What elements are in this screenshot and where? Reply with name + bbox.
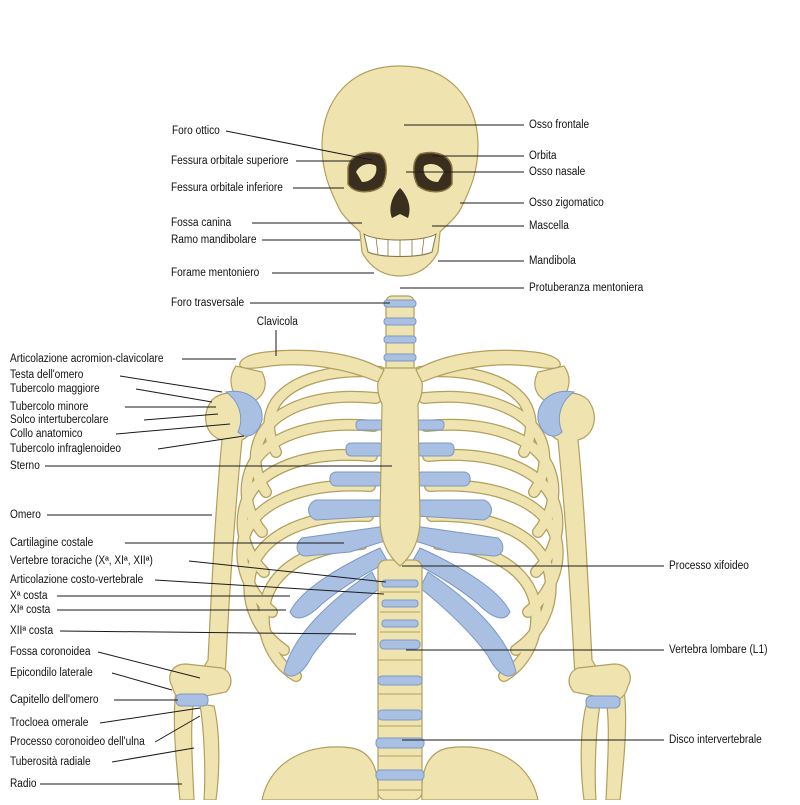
label-fossa-canina: Fossa canina [171,217,232,229]
label-articolazione-costo-vertebrale: Articolazione costo-vertebrale [10,574,144,586]
label-foro-ottico: Foro ottico [172,125,220,137]
label-processo-xifoideo: Processo xifoideo [669,560,749,572]
leader-lines [40,124,664,785]
label-processo-coronoideo-ulna: Processo coronoideo dell'ulna [10,736,145,748]
label-mandibola: Mandibola [529,255,576,267]
forearm-left [169,663,232,801]
label-clavicola: Clavicola [256,316,298,328]
label-xii-costa: XIIª costa [10,625,54,637]
label-orbita: Orbita [529,150,557,162]
label-cartilagine-costale: Cartilagine costale [10,537,94,549]
label-protuberanza-mentoniera: Protuberanza mentoniera [529,282,644,294]
label-omero: Omero [10,509,41,521]
label-tubercolo-minore: Tubercolo minore [10,401,89,413]
label-fossa-coronoidea: Fossa coronoidea [10,646,91,658]
label-troclea-omerale: Trocloea omerale [10,717,89,729]
label-osso-zigomatico: Osso zigomatico [529,197,604,209]
label-vertebra-lombare: Vertebra lombare (L1) [669,644,768,656]
label-forame-mentoniero: Forame mentoniero [171,267,260,279]
label-testa-omero: Testa dell'omero [10,369,84,381]
humerus-left [195,390,263,689]
label-ramo-mandibolare: Ramo mandibolare [171,234,257,246]
label-fessura-orbitale-inferiore: Fessura orbitale inferiore [171,182,283,194]
label-disco-intervertebrale: Disco intervertebrale [669,734,762,746]
label-articolazione-acromion-clavicolare: Articolazione acromion-clavicolare [10,353,164,365]
sternum [377,367,423,567]
label-epicondilo-laterale: Epicondilo laterale [10,667,93,679]
label-fessura-orbitale-superiore: Fessura orbitale superiore [171,155,289,167]
label-capitello-omero: Capitello dell'omero [10,694,99,706]
label-osso-frontale: Osso frontale [529,119,590,131]
forearm-right [568,663,631,801]
label-tuberosita-radiale: Tuberosità radiale [10,756,91,768]
humerus-right [537,390,605,689]
label-xi-costa: XIª costa [10,604,51,616]
skull [321,65,479,277]
label-collo-anatomico: Collo anatomico [10,428,83,440]
label-radio: Radio [10,778,37,790]
label-sterno: Sterno [10,460,40,472]
label-osso-nasale: Osso nasale [529,166,586,178]
label-tubercolo-infraglenoideo: Tubercolo infraglenoideo [10,443,122,455]
label-foro-trasversale: Foro trasversale [171,297,245,309]
label-x-costa: Xª costa [10,590,48,602]
label-solco-intertubercolare: Solco intertubercolare [10,414,109,426]
label-mascella: Mascella [529,220,569,232]
label-vertebre-toraciche: Vertebre toraciche (Xª, XIª, XIIª) [10,555,153,567]
label-tubercolo-maggiore: Tubercolo maggiore [10,383,100,395]
